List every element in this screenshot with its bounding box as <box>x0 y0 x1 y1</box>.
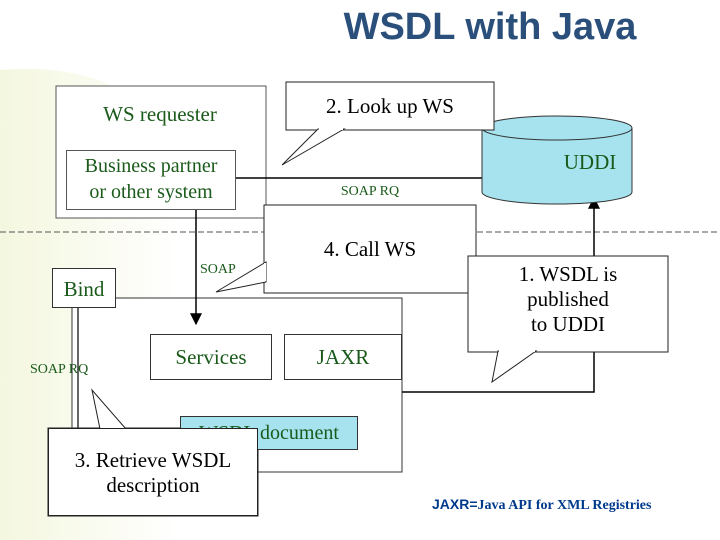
jaxr-label: JAXR <box>316 345 370 369</box>
uddi-label: UDDI <box>563 150 617 174</box>
footnote-prefix: JAXR= <box>432 496 478 512</box>
soap-mid-label: SOAP <box>200 262 236 277</box>
callout-published-text: 1. WSDL is published to UDDI <box>518 262 618 336</box>
callout-published <box>467 255 669 384</box>
bind-box: Bind <box>52 268 116 308</box>
soap-rq-top-label: SOAP RQ <box>340 184 400 199</box>
uddi-database-icon <box>481 115 633 205</box>
soap-rq-left-label: SOAP RQ <box>30 362 89 377</box>
services-label: Services <box>175 345 247 369</box>
business-partner-label: Business partner or other system <box>84 155 218 203</box>
callout-lookup <box>281 81 495 166</box>
callout-lookup-text: 2. Look up WS <box>326 94 454 118</box>
footnote: JAXR=Java API for XML Registries <box>432 496 651 514</box>
callout-call-text: 4. Call WS <box>323 237 417 261</box>
callout-retrieve-overlay-text: 3. Retrieve WSDL description <box>74 448 232 497</box>
jaxr-box: JAXR <box>284 334 402 380</box>
page-title: WSDL with Java <box>343 6 637 48</box>
callout-call <box>215 204 477 294</box>
services-box: Services <box>150 334 272 380</box>
requester-label: WS requester <box>103 102 217 126</box>
bind-label: Bind <box>63 277 105 301</box>
callout-retrieve-overlay: 3. Retrieve WSDL description <box>48 428 258 516</box>
footnote-rest: Java API for XML Registries <box>477 498 652 513</box>
business-partner-box: Business partner or other system <box>66 150 236 210</box>
